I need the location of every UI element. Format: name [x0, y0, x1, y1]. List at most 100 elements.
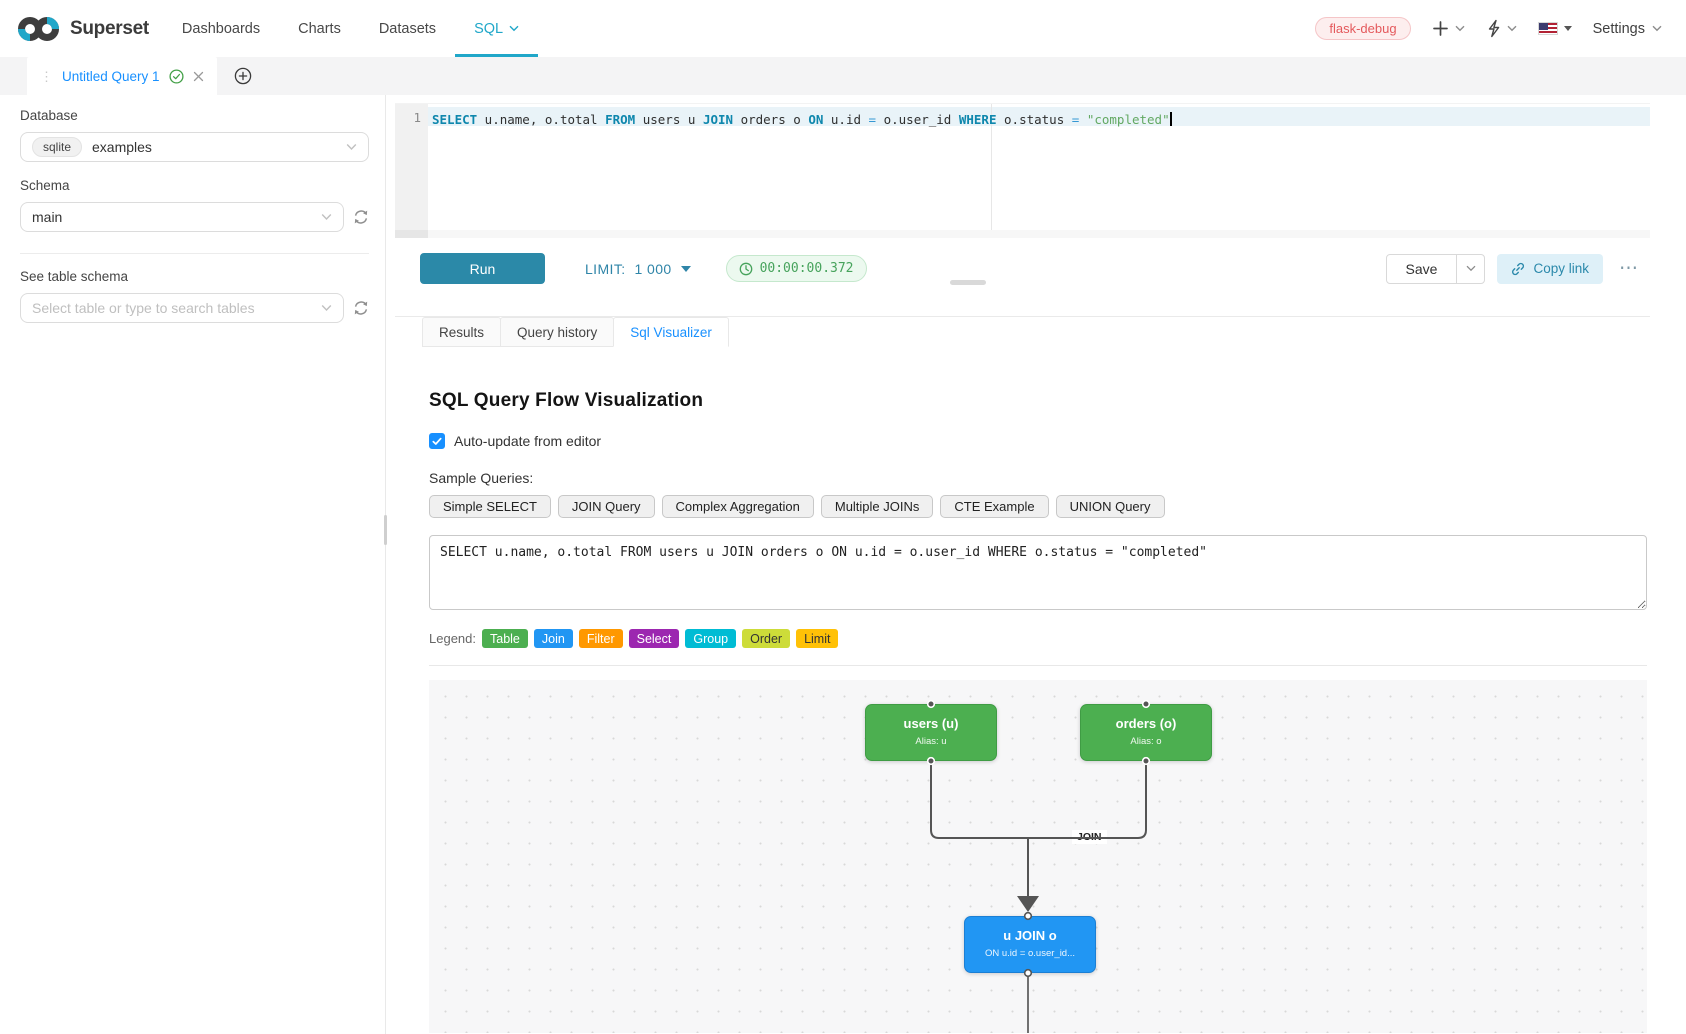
nav-item-dashboards[interactable]: Dashboards [181, 20, 261, 37]
node-title: users (u) [903, 716, 959, 731]
flow-canvas[interactable]: users (u) Alias: u orders (o) Alias: o u… [429, 680, 1647, 1033]
schema-select[interactable]: main [20, 202, 344, 232]
superset-logo-icon [16, 13, 62, 45]
content-divider [429, 665, 1647, 666]
flow-edges [926, 699, 1151, 1033]
limit-value: 1 000 [634, 260, 672, 277]
node-subtitle: Alias: u [915, 736, 947, 747]
run-query-button[interactable]: Run [420, 253, 545, 284]
schema-label: Schema [20, 178, 70, 193]
flow-node-join[interactable]: u JOIN o ON u.id = o.user_id... [964, 916, 1096, 973]
copy-link-button[interactable]: Copy link [1497, 253, 1603, 284]
refresh-tables-icon[interactable] [353, 300, 369, 316]
tab-results[interactable]: Results [422, 317, 502, 347]
sqllab-sidebar: Database sqlite examples Schema main See… [0, 95, 387, 1034]
sample-query-button-multiple-joins[interactable]: Multiple JOINs [820, 495, 934, 518]
visualizer-title: SQL Query Flow Visualization [429, 390, 704, 411]
plus-icon [1432, 21, 1448, 36]
refresh-schemas-icon[interactable] [353, 209, 369, 225]
navbar: Superset Dashboards Charts Datasets SQL fla… [0, 0, 1686, 57]
caret-down-icon [680, 265, 691, 272]
table-select[interactable]: Select table or type to search tables [20, 293, 344, 323]
settings-label: Settings [1592, 20, 1645, 37]
flow-node-users[interactable]: users (u) Alias: u [865, 704, 997, 761]
chevron-down-icon [1466, 265, 1476, 272]
editor-code-area[interactable]: SELECT u.name, o.total FROM users u JOIN… [428, 104, 1650, 230]
nav-item-charts[interactable]: Charts [298, 20, 341, 37]
legend-badge-join: Join [533, 629, 573, 648]
chevron-down-icon [321, 214, 332, 221]
chevron-down-icon [1507, 25, 1517, 32]
save-dropdown-button[interactable] [1456, 253, 1486, 284]
sample-query-button-cte-example[interactable]: CTE Example [940, 495, 1049, 518]
legend-badge-group: Group [685, 629, 737, 648]
editor-gutter: 1 [395, 104, 428, 230]
sql-editor[interactable]: 1 SELECT u.name, o.total FROM users u JO… [395, 103, 1650, 230]
main-nav: Dashboards Charts Datasets SQL [163, 0, 539, 57]
legend-badge-table: Table [482, 629, 528, 648]
close-tab-icon[interactable] [193, 71, 204, 82]
editor-active-line [428, 107, 1650, 126]
settings-menu-button[interactable]: Settings [1593, 21, 1662, 37]
clock-icon [739, 262, 752, 275]
sample-query-buttons: Simple SELECT JOIN Query Complex Aggregati… [429, 495, 1647, 518]
check-icon [432, 437, 442, 445]
flow-node-orders[interactable]: orders (o) Alias: o [1080, 704, 1212, 761]
auto-update-checkbox[interactable] [429, 433, 445, 449]
visualizer-query-input[interactable]: SELECT u.name, o.total FROM users u JOIN… [429, 535, 1647, 610]
editor-print-margin [991, 104, 992, 230]
node-title: u JOIN o [1003, 928, 1057, 943]
chevron-down-icon [346, 144, 357, 151]
legend-label: Legend: [429, 631, 476, 646]
sample-queries-label: Sample Queries: [429, 470, 534, 486]
sql-lab-shortcut-button[interactable] [1486, 19, 1517, 38]
legend-badge-order: Order [742, 629, 791, 648]
nav-item-datasets[interactable]: Datasets [378, 20, 437, 37]
new-dropdown-button[interactable] [1432, 20, 1465, 37]
auto-update-row[interactable]: Auto-update from editor [429, 433, 1647, 449]
add-query-tab-button[interactable] [234, 57, 252, 95]
query-tab-untitled-query-1[interactable]: ⋮ Untitled Query 1 [27, 57, 217, 95]
pane-splitter [395, 280, 1650, 317]
caret-down-icon [1563, 26, 1572, 31]
limit-dropdown[interactable]: LIMIT: 1 000 [585, 261, 691, 277]
legend-badge-filter: Filter [578, 629, 623, 648]
sample-query-button-join-query[interactable]: JOIN Query [557, 495, 655, 518]
main-area: Database sqlite examples Schema main See… [0, 95, 1686, 1034]
plus-circle-icon [234, 67, 251, 85]
navbar-right: flask-debug Settings [1315, 0, 1662, 57]
edge-arrowhead [1017, 896, 1039, 912]
database-select[interactable]: sqlite examples [20, 132, 369, 162]
drag-handle-icon[interactable]: ⋮ [40, 68, 53, 84]
tab-sql-visualizer[interactable]: Sql Visualizer [613, 317, 729, 347]
lightning-bolt-icon [1488, 19, 1499, 38]
database-select-value: examples [92, 139, 152, 155]
edge-users-to-join [930, 760, 1029, 839]
splitter-drag-handle[interactable] [950, 280, 986, 285]
table-select-placeholder: Select table or type to search tables [32, 300, 255, 316]
language-picker-button[interactable] [1537, 22, 1572, 35]
save-query-button[interactable]: Save [1385, 253, 1458, 284]
editor-bottom-strip [395, 230, 1650, 238]
sample-query-button-simple-select[interactable]: Simple SELECT [429, 495, 551, 518]
nav-item-sql[interactable]: SQL [455, 0, 539, 57]
superset-brand[interactable]: Superset [16, 0, 149, 57]
chevron-down-icon [1652, 25, 1662, 32]
timer-value: 00:00:00.372 [759, 261, 854, 276]
sample-query-button-complex-aggregation[interactable]: Complex Aggregation [661, 495, 814, 518]
editor-code-line: SELECT u.name, o.total FROM users u JOIN… [432, 112, 1172, 127]
node-subtitle: ON u.id = o.user_id... [984, 948, 1076, 959]
sidebar-resize-handle[interactable] [384, 515, 387, 545]
chevron-down-icon [321, 305, 332, 312]
legend-badge-limit: Limit [796, 629, 839, 648]
copy-link-label: Copy link [1533, 261, 1589, 276]
tab-query-history[interactable]: Query history [500, 317, 615, 347]
sample-query-button-union-query[interactable]: UNION Query [1055, 495, 1165, 518]
sql-visualizer-panel: SQL Query Flow Visualization Auto-update… [395, 347, 1647, 1033]
query-timer: 00:00:00.372 [725, 255, 867, 282]
more-actions-button[interactable]: ⋯ [1619, 258, 1638, 279]
auto-update-label: Auto-update from editor [454, 433, 602, 449]
link-icon [1512, 262, 1525, 275]
